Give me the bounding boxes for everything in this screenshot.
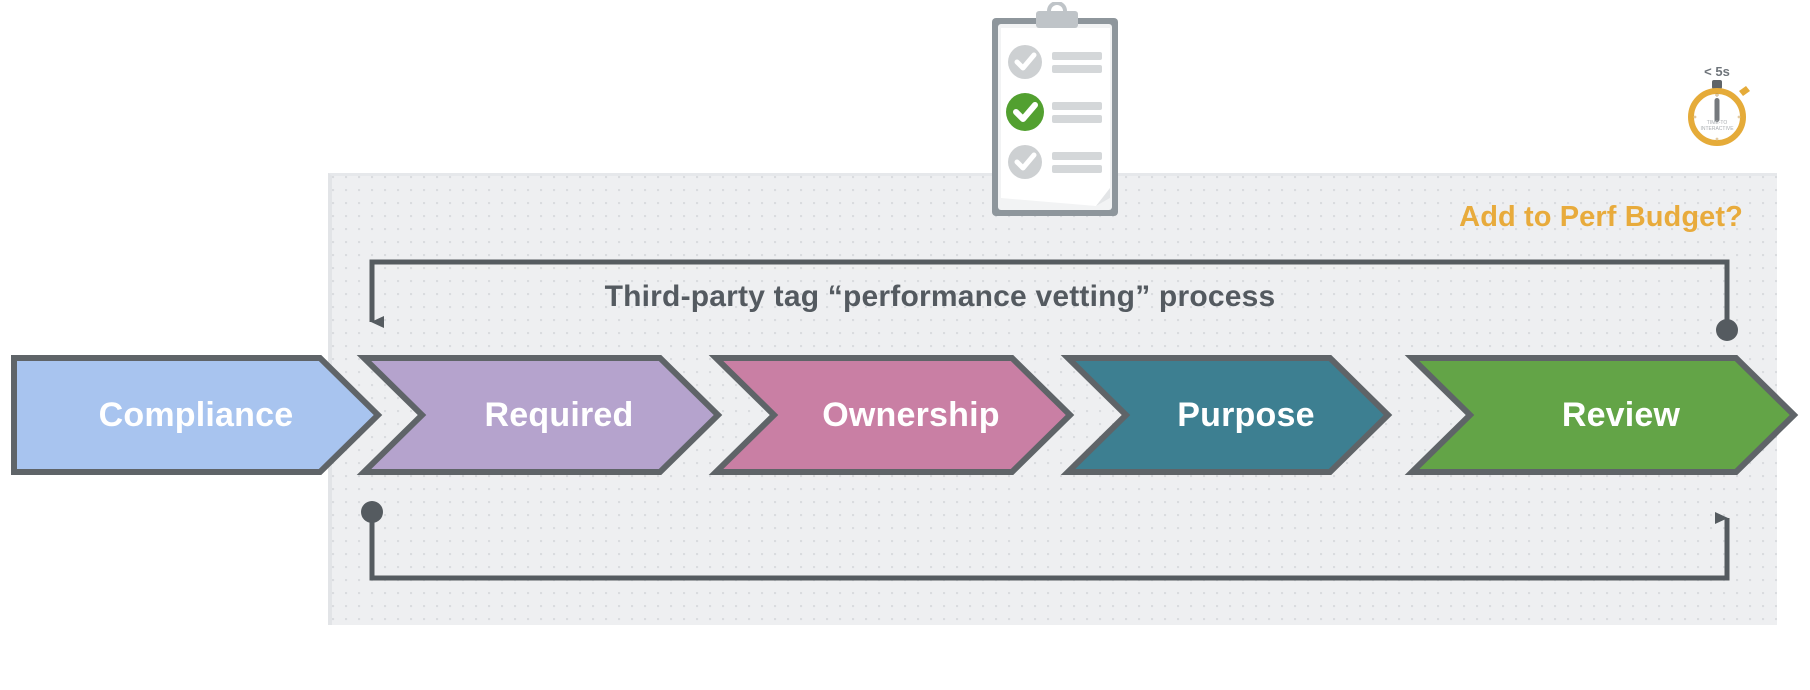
stage-ownership[interactable]: Ownership [752, 355, 1070, 475]
stage-required[interactable]: Required [400, 355, 718, 475]
stage-label-review: Review [1561, 395, 1681, 434]
stopwatch-icon: < 5s TIME-TO INTERACTIVE [1688, 64, 1750, 146]
stage-review[interactable]: Review [1448, 355, 1794, 475]
stopwatch-dial-line2: INTERACTIVE [1700, 126, 1734, 132]
stage-compliance[interactable]: Compliance [14, 355, 378, 475]
stage-shape-compliance[interactable] [11, 355, 383, 475]
stage-label-ownership: Ownership [822, 395, 1000, 434]
stopwatch-dial-line1: TIME-TO [1707, 120, 1728, 126]
stage-shape-required[interactable] [356, 355, 723, 475]
stage-label-compliance: Compliance [98, 395, 294, 434]
checklist-clipboard-icon [992, 2, 1118, 216]
stage-purpose[interactable]: Purpose [1104, 355, 1388, 475]
stage-chevrons [11, 355, 1799, 475]
stage-shape-purpose[interactable] [1060, 355, 1393, 475]
perf-budget-label: Add to Perf Budget? [1459, 201, 1743, 233]
stage-shape-review[interactable] [1404, 355, 1799, 475]
check-icon-2 [1006, 93, 1044, 131]
stage-label-required: Required [484, 395, 634, 434]
stage-labels-layer: Compliance Required Ownership Purpose Re… [0, 355, 1810, 475]
stage-shape-ownership[interactable] [708, 355, 1075, 475]
process-title: Third-party tag “performance vetting” pr… [604, 280, 1276, 313]
stopwatch-top-label: < 5s [1704, 64, 1730, 79]
stage-label-purpose: Purpose [1177, 395, 1315, 434]
